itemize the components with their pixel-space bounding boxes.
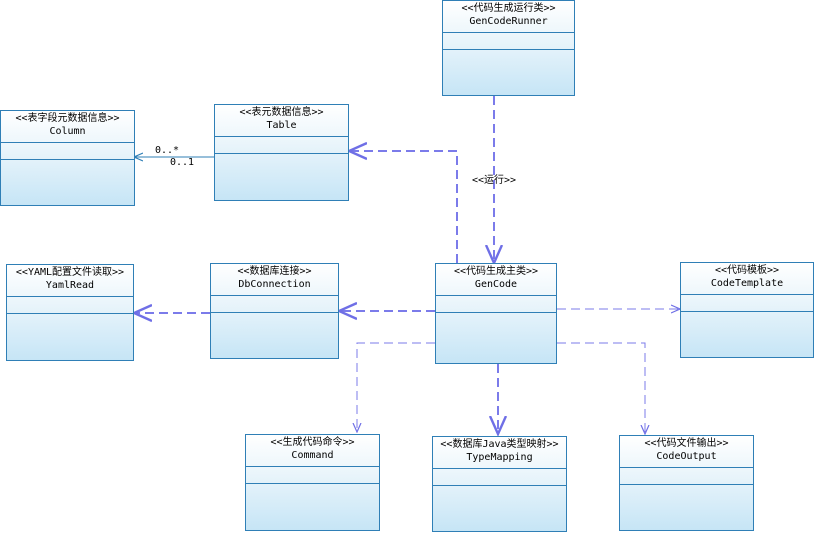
class-attributes bbox=[215, 137, 348, 154]
class-stereotype: <<生成代码命令>> bbox=[270, 437, 355, 448]
class-name: Command bbox=[291, 450, 334, 461]
class-name: DbConnection bbox=[238, 279, 311, 290]
class-attributes bbox=[7, 297, 133, 314]
class-attributes bbox=[620, 468, 753, 485]
class-stereotype: <<代码生成运行类>> bbox=[461, 3, 556, 14]
gencode-output-dependency-line bbox=[557, 342, 645, 434]
class-attributes bbox=[436, 296, 556, 313]
class-name: GenCode bbox=[474, 279, 518, 290]
class-name: GenCodeRunner bbox=[469, 16, 548, 27]
class-codeoutput[interactable]: <<代码文件输出>> CodeOutput bbox=[619, 435, 754, 531]
class-attributes bbox=[211, 296, 338, 313]
class-attributes bbox=[433, 469, 566, 486]
class-stereotype: <<代码生成主类>> bbox=[453, 266, 539, 277]
class-name: CodeTemplate bbox=[710, 278, 784, 289]
class-name: Column bbox=[49, 126, 86, 137]
gencode-command-dependency-line bbox=[357, 342, 435, 432]
run-label: <<运行>> bbox=[472, 175, 517, 186]
class-stereotype: <<YAML配置文件读取>> bbox=[15, 267, 125, 278]
class-typemapping[interactable]: <<数据库Java类型映射>> TypeMapping bbox=[432, 436, 567, 532]
class-attributes bbox=[443, 33, 574, 50]
class-stereotype: <<数据库Java类型映射>> bbox=[440, 439, 559, 450]
class-attributes bbox=[681, 295, 813, 312]
class-name: CodeOutput bbox=[656, 451, 717, 462]
class-stereotype: <<代码文件输出>> bbox=[644, 438, 729, 449]
class-gencode[interactable]: <<代码生成主类>> GenCode bbox=[435, 263, 557, 364]
class-attributes bbox=[1, 143, 134, 160]
class-dbconnection[interactable]: <<数据库连接>> DbConnection bbox=[210, 263, 339, 359]
class-stereotype: <<表字段元数据信息>> bbox=[15, 113, 120, 124]
class-attributes bbox=[246, 467, 379, 484]
class-gencoderunner[interactable]: <<代码生成运行类>> GenCodeRunner bbox=[442, 0, 575, 96]
class-table[interactable]: <<表元数据信息>> Table bbox=[214, 104, 349, 201]
multiplicity-many-label: 0..* bbox=[155, 145, 180, 156]
multiplicity-one-label: 0..1 bbox=[170, 157, 195, 168]
class-stereotype: <<数据库连接>> bbox=[237, 266, 312, 277]
class-yamlread[interactable]: <<YAML配置文件读取>> YamlRead bbox=[6, 264, 134, 361]
class-stereotype: <<代码模板>> bbox=[714, 265, 780, 276]
class-name: TypeMapping bbox=[466, 452, 533, 463]
class-column[interactable]: <<表字段元数据信息>> Column bbox=[0, 110, 135, 206]
class-name: Table bbox=[266, 120, 297, 131]
class-name: YamlRead bbox=[45, 280, 95, 291]
class-codetemplate[interactable]: <<代码模板>> CodeTemplate bbox=[680, 262, 814, 358]
class-command[interactable]: <<生成代码命令>> Command bbox=[245, 434, 380, 531]
class-stereotype: <<表元数据信息>> bbox=[239, 107, 324, 118]
gencode-table-dependency-line bbox=[349, 151, 458, 263]
